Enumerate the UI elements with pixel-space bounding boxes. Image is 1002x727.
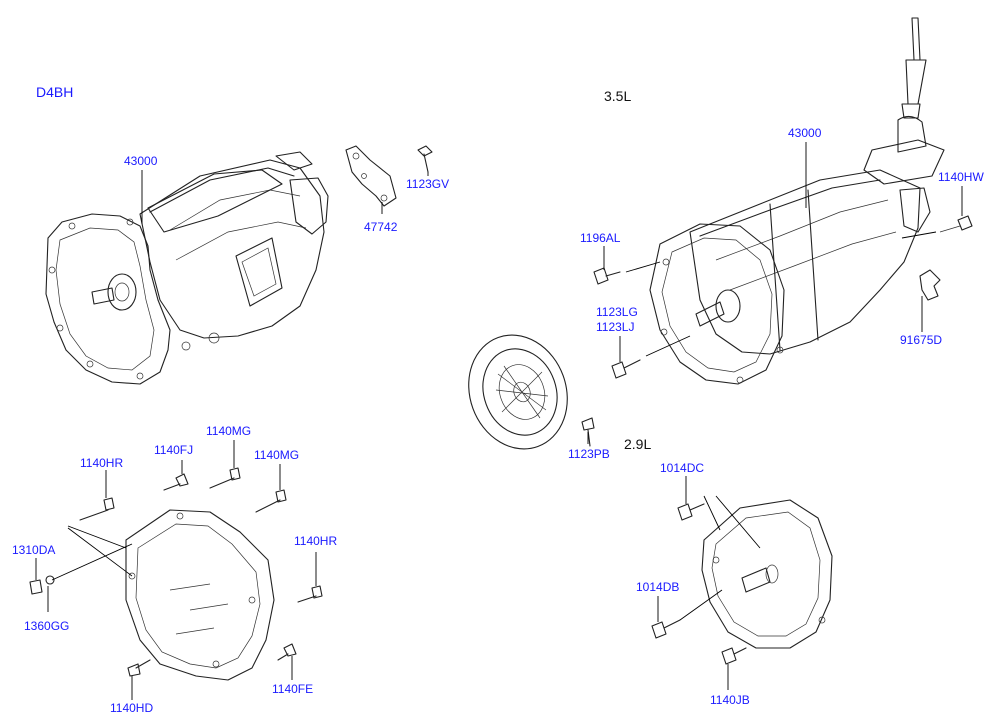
part-label-1360gg[interactable]: 1360GG (24, 619, 70, 633)
part-label-1140fj[interactable]: 1140FJ (154, 443, 194, 457)
part-label-1123pb[interactable]: 1123PB (568, 447, 610, 461)
bolt-1123lg-drawing[interactable] (611, 359, 641, 379)
part-label-1310da[interactable]: 1310DA (12, 543, 56, 557)
transmission-d4bh-drawing[interactable] (45, 151, 329, 385)
washer-1360gg-drawing[interactable] (45, 575, 55, 585)
bolt-1140hw-drawing[interactable] (939, 215, 973, 233)
part-label-1140jb[interactable]: 1140JB (710, 693, 750, 707)
part-label-43000-left[interactable]: 43000 (124, 154, 158, 168)
part-label-1014dc[interactable]: 1014DC (660, 461, 705, 475)
bracket-91675d-drawing[interactable] (919, 269, 941, 301)
part-label-1123lg[interactable]: 1123LG (596, 305, 638, 319)
bolt-1140fj-drawing[interactable] (163, 473, 189, 491)
bolt-1014dc-drawing[interactable] (677, 503, 705, 521)
part-label-91675d[interactable]: 91675D (900, 333, 943, 347)
bolt-1140mg-a-drawing[interactable] (209, 467, 241, 489)
part-label-1014db[interactable]: 1014DB (636, 580, 680, 594)
part-label-1140fe[interactable]: 1140FE (272, 682, 314, 696)
part-label-1140hw[interactable]: 1140HW (938, 170, 984, 184)
bracket-47742-drawing[interactable] (345, 145, 397, 207)
transmission-35l-drawing[interactable] (649, 17, 945, 385)
bolt-1140hr-b-drawing[interactable] (297, 585, 323, 603)
part-label-47742[interactable]: 47742 (364, 220, 398, 234)
clutch-cover-drawing[interactable] (453, 321, 583, 463)
bolt-1196al-drawing[interactable] (593, 267, 621, 285)
bell-housing-29l-drawing[interactable] (701, 499, 833, 649)
part-label-43000-right[interactable]: 43000 (788, 126, 822, 140)
bolt-1140hr-a-drawing[interactable] (79, 497, 115, 521)
variant-35l-label: 3.5L (604, 88, 632, 104)
part-label-1140hd[interactable]: 1140HD (110, 701, 154, 715)
nut-1310da-drawing[interactable] (29, 579, 43, 595)
bolt-1140hd-drawing[interactable] (127, 659, 151, 677)
part-label-1140mg-b[interactable]: 1140MG (254, 448, 300, 462)
bolt-1123gv-drawing[interactable] (417, 145, 433, 173)
part-label-1196al[interactable]: 1196AL (580, 231, 621, 245)
variant-d4bh-label: D4BH (36, 84, 74, 100)
part-label-1140mg-a[interactable]: 1140MG (206, 424, 252, 438)
bell-housing-d4bh-drawing[interactable] (125, 509, 275, 681)
leader-lines (35, 142, 963, 700)
bolt-1014db-drawing[interactable] (651, 619, 681, 639)
bolt-1140fe-drawing[interactable] (277, 643, 297, 661)
part-label-1123lj[interactable]: 1123LJ (596, 320, 635, 334)
bolt-1140mg-b-drawing[interactable] (255, 489, 287, 513)
part-label-1140hr-a[interactable]: 1140HR (80, 456, 124, 470)
part-label-1140hr-b[interactable]: 1140HR (294, 534, 338, 548)
bolt-1140jb-drawing[interactable] (721, 647, 747, 665)
part-label-1123gv[interactable]: 1123GV (406, 177, 450, 191)
variant-29l-label: 2.9L (624, 436, 652, 452)
